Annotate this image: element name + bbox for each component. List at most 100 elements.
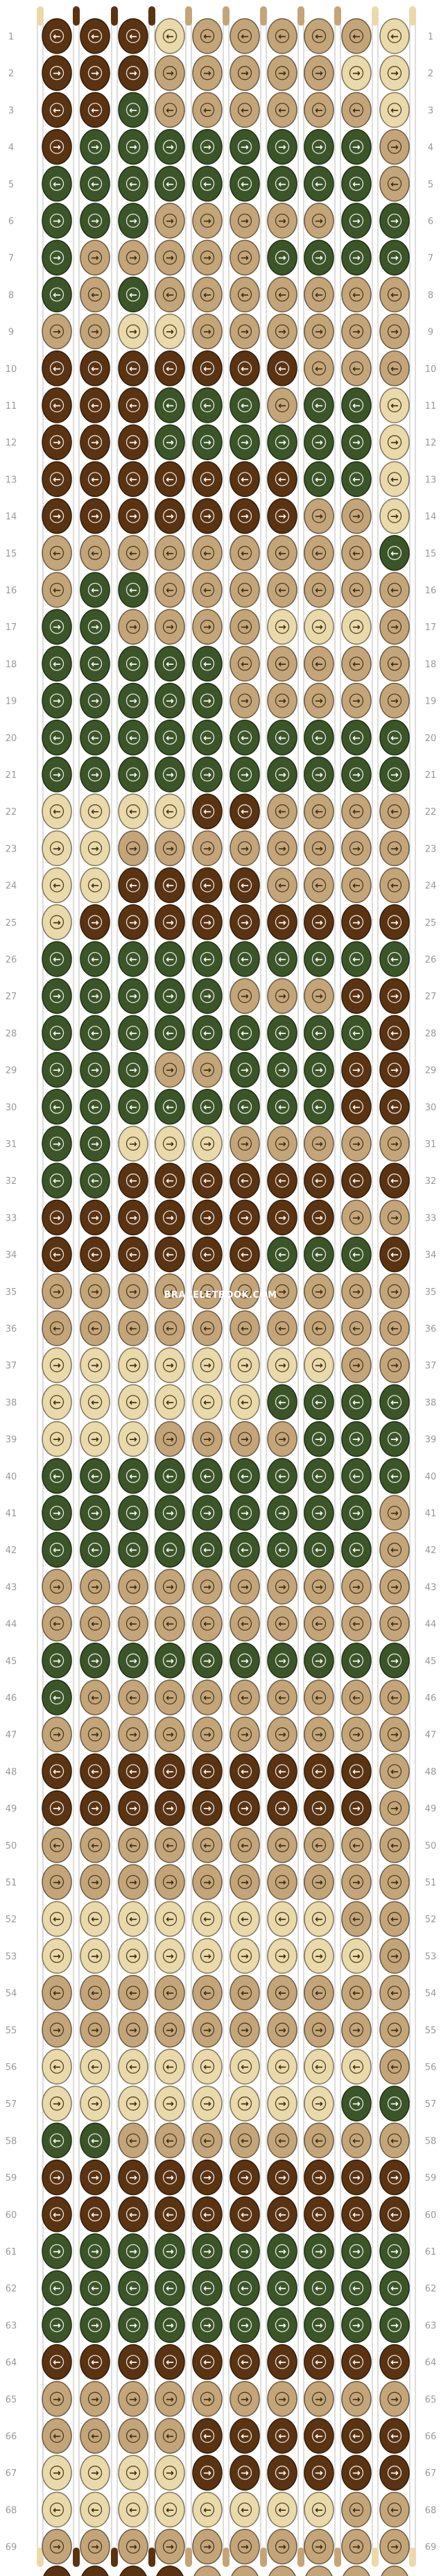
knot-arrow-icon: ← <box>91 105 99 116</box>
row-number-left: 27 <box>6 992 17 1002</box>
knot: ← <box>118 1384 148 1421</box>
knot-arrow-icon: ← <box>203 289 211 300</box>
row-number-left: 18 <box>6 659 17 670</box>
knot: ← <box>155 572 185 608</box>
knot: ← <box>155 18 185 54</box>
knot-arrow-icon: → <box>241 1508 249 1519</box>
knot-arrow-icon: → <box>241 2099 249 2110</box>
knot: ← <box>341 1384 372 1421</box>
knot: → <box>118 313 148 350</box>
knot-arrow-icon: → <box>166 2468 174 2479</box>
knot: → <box>118 1421 148 1457</box>
knot-arrow-icon: ← <box>129 1619 137 1630</box>
knot: ← <box>267 2049 297 2085</box>
knot: ← <box>341 572 372 608</box>
knot-arrow-icon: ← <box>53 2283 61 2294</box>
knot: ← <box>230 2270 260 2306</box>
knot: ← <box>80 1384 110 1421</box>
knot: ← <box>304 535 334 571</box>
knot-arrow-icon: → <box>390 1729 399 1740</box>
knot: → <box>379 424 410 460</box>
thread-strand <box>223 9 230 2564</box>
knot-arrow-icon: → <box>241 511 249 523</box>
knot-arrow-icon: ← <box>129 1840 137 1852</box>
knot-arrow-icon: → <box>91 327 99 338</box>
knot: ← <box>230 1458 260 1494</box>
knot-arrow-icon: → <box>91 1508 99 1519</box>
knot-arrow-icon: → <box>315 843 323 854</box>
knot-arrow-icon: → <box>166 1434 174 1446</box>
knot: → <box>304 1495 334 1531</box>
knot-arrow-icon: → <box>390 1434 399 1446</box>
knot: ← <box>267 276 297 313</box>
row-number-left: 57 <box>6 2099 17 2110</box>
knot: → <box>267 55 297 91</box>
knot-arrow-icon: ← <box>315 1545 323 1556</box>
knot-arrow-icon: → <box>390 1951 399 1962</box>
knot-arrow-icon: ← <box>352 105 361 116</box>
row-number-left: 51 <box>6 1878 17 1888</box>
knot: → <box>80 1273 110 1310</box>
knot: ← <box>42 2196 72 2232</box>
knot-arrow-icon: → <box>352 622 361 633</box>
knot: → <box>304 2085 334 2121</box>
knot-arrow-icon: ← <box>241 289 249 300</box>
knot: ← <box>304 2049 334 2085</box>
knot-arrow-icon: ← <box>390 548 399 559</box>
knot: ← <box>267 1827 297 1863</box>
row-number-right: 1 <box>428 32 433 42</box>
knot: → <box>304 55 334 91</box>
knot-arrow-icon: → <box>278 1804 286 1815</box>
knot-arrow-icon: ← <box>91 733 99 744</box>
knot-arrow-icon: ← <box>278 1840 286 1852</box>
knot: → <box>192 1568 223 1605</box>
knot-arrow-icon: → <box>352 68 361 79</box>
knot-arrow-icon: ← <box>203 1471 211 1482</box>
knot: → <box>155 1126 185 1162</box>
knot: → <box>155 1864 185 1900</box>
knot: → <box>192 904 223 940</box>
knot-arrow-icon: → <box>352 917 361 929</box>
knot: ← <box>155 1532 185 1568</box>
knot-arrow-icon: → <box>129 991 137 1002</box>
knot: ← <box>230 535 260 571</box>
knot: ← <box>379 1458 410 1494</box>
knot-arrow-icon: → <box>203 142 211 153</box>
knot: → <box>230 313 260 350</box>
knot-arrow-icon: ← <box>203 585 211 596</box>
knot: → <box>192 1864 223 1900</box>
knot: → <box>192 1938 223 1974</box>
knot-arrow-icon: ← <box>203 1250 211 1261</box>
knot: → <box>192 424 223 460</box>
knot-arrow-icon: → <box>203 253 211 264</box>
knot-arrow-icon: → <box>203 2394 211 2405</box>
knot-arrow-icon: → <box>166 142 174 153</box>
knot: ← <box>379 1015 410 1051</box>
row-number-right: 4 <box>428 143 433 153</box>
knot: → <box>42 1938 72 1974</box>
row-number-right: 43 <box>425 1582 437 1593</box>
knot-arrow-icon: → <box>203 1804 211 1815</box>
knot-arrow-icon: → <box>352 770 361 781</box>
knot-arrow-icon: ← <box>166 2062 174 2073</box>
knot-arrow-icon: → <box>390 511 399 523</box>
knot: → <box>341 2159 372 2196</box>
knot-arrow-icon: → <box>166 253 174 264</box>
knot-arrow-icon: ← <box>352 289 361 300</box>
knot: ← <box>230 1901 260 1937</box>
knot-arrow-icon: → <box>166 216 174 227</box>
knot: ← <box>341 461 372 498</box>
knot-arrow-icon: → <box>278 2173 286 2184</box>
knot-arrow-icon: → <box>390 2246 399 2257</box>
knot: ← <box>118 793 148 829</box>
knot: → <box>304 1864 334 1900</box>
row-number-left: 26 <box>6 955 17 965</box>
knot-arrow-icon: → <box>352 2246 361 2257</box>
knot-arrow-icon: → <box>390 2394 399 2405</box>
knot-arrow-icon: → <box>91 511 99 523</box>
knot-arrow-icon: ← <box>53 585 61 596</box>
knot: ← <box>118 1162 148 1198</box>
knot-arrow-icon: ← <box>166 1840 174 1852</box>
knot-arrow-icon: ← <box>278 1545 286 1556</box>
thread-strand <box>334 9 341 2564</box>
